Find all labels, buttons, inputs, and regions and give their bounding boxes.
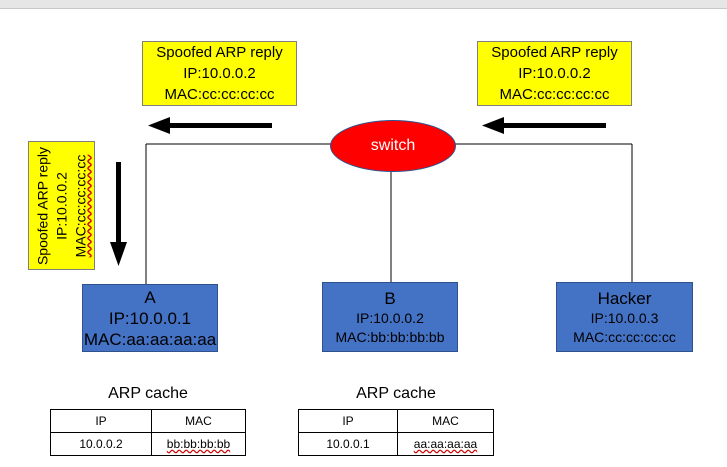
host-a: A IP:10.0.0.1 MAC:aa:aa:aa:aa	[82, 284, 218, 352]
host-mac: MAC:bb:bb:bb:bb	[335, 328, 445, 345]
arrow-down	[110, 162, 127, 266]
arp-cache-title-a: ARP cache	[108, 385, 188, 402]
table-header-row: IP MAC	[50, 409, 246, 433]
host-mac: MAC:aa:aa:aa:aa	[83, 329, 217, 349]
host-name: Hacker	[597, 288, 652, 308]
switch-label: switch	[370, 137, 416, 154]
switch-node: switch	[330, 120, 456, 172]
cache-ip-cell: 10.0.0.1	[298, 432, 398, 456]
window-top-bar	[0, 0, 727, 9]
host-name: A	[144, 287, 156, 307]
callout-mac: MAC:cc:cc:cc:cc	[164, 86, 275, 103]
cache-ip-cell: 10.0.0.2	[50, 432, 152, 456]
cache-mac-cell: bb:bb:bb:bb	[151, 432, 246, 456]
host-ip: IP:10.0.0.2	[356, 309, 424, 326]
host-mac: MAC:cc:cc:cc:cc	[573, 328, 676, 345]
arrow-right	[482, 117, 606, 134]
table-row: 10.0.0.1 aa:aa:aa:aa	[298, 432, 494, 456]
host-b: B IP:10.0.0.2 MAC:bb:bb:bb:bb	[322, 282, 458, 352]
callout-title: Spoofed ARP reply	[34, 146, 50, 265]
callout-ip: IP:10.0.0.2	[53, 171, 69, 240]
arp-cache-table-b: IP MAC 10.0.0.1 aa:aa:aa:aa	[298, 409, 494, 456]
spoofed-reply-callout-right: Spoofed ARP reply IP:10.0.0.2 MAC:cc:cc:…	[477, 41, 632, 106]
cache-mac-cell: aa:aa:aa:aa	[397, 432, 494, 456]
spoofed-reply-callout-left: Spoofed ARP reply IP:10.0.0.2 MAC:cc:cc:…	[142, 41, 297, 106]
callout-title: Spoofed ARP reply	[156, 44, 283, 61]
callout-mac: MAC:cc:cc:cc:cc	[499, 86, 610, 103]
host-ip: IP:10.0.0.3	[590, 309, 659, 326]
callout-ip: IP:10.0.0.2	[183, 65, 256, 82]
host-ip: IP:10.0.0.1	[108, 308, 192, 328]
column-header-ip: IP	[50, 409, 152, 433]
callout-ip: IP:10.0.0.2	[518, 65, 591, 82]
table-header-row: IP MAC	[298, 409, 494, 433]
spoofed-reply-callout-vertical: Spoofed ARP reply IP:10.0.0.2 MAC:cc:cc:…	[28, 141, 95, 270]
arrow-left	[148, 117, 272, 134]
host-hacker: Hacker IP:10.0.0.3 MAC:cc:cc:cc:cc	[556, 282, 693, 352]
column-header-mac: MAC	[397, 409, 494, 433]
callout-mac: MAC:cc:cc:cc:cc	[72, 154, 88, 257]
arp-cache-title-b: ARP cache	[356, 385, 436, 402]
table-row: 10.0.0.2 bb:bb:bb:bb	[50, 432, 246, 456]
column-header-ip: IP	[298, 409, 398, 433]
column-header-mac: MAC	[151, 409, 246, 433]
callout-title: Spoofed ARP reply	[491, 44, 618, 61]
arp-cache-table-a: IP MAC 10.0.0.2 bb:bb:bb:bb	[50, 409, 246, 456]
host-name: B	[384, 288, 396, 308]
